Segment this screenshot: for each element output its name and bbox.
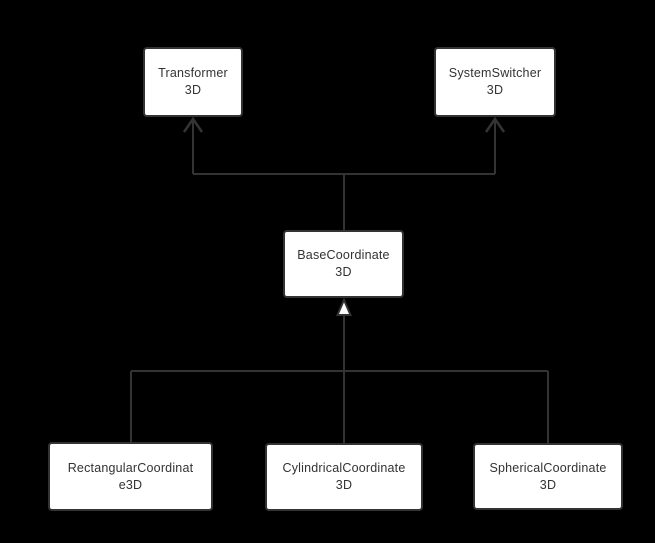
node-label: SystemSwitcher — [448, 66, 542, 80]
node-label: 3D — [184, 83, 202, 97]
open-arrowhead-icon — [484, 116, 506, 133]
node-label: 3D — [335, 265, 352, 279]
open-arrowhead-icon — [182, 116, 204, 133]
edge-basecoordinate3d-to-systemswitcher3d — [484, 116, 506, 174]
node-label: SphericalCoordinate — [489, 460, 607, 475]
node-label: CylindricalCoordinate — [282, 461, 406, 475]
inheritance-triangle-icon — [335, 297, 353, 316]
node-label: BaseCoordinate — [297, 248, 390, 262]
node-label: e3D — [118, 477, 143, 492]
node-cylindricalcoordinate3d[interactable]: CylindricalCoordinate 3D — [265, 443, 423, 511]
node-label: 3D — [539, 477, 557, 492]
node-label: 3D — [486, 83, 504, 97]
edge-basecoordinate3d-to-transformer3d — [182, 116, 495, 230]
node-sphericalcoordinate3d[interactable]: SphericalCoordinate 3D — [473, 443, 623, 510]
node-transformer3d[interactable]: Transformer 3D — [143, 47, 243, 117]
node-systemswitcher3d[interactable]: SystemSwitcher 3D — [434, 47, 556, 117]
node-label: 3D — [335, 478, 353, 492]
node-label: RectangularCoordinat — [67, 460, 194, 475]
node-basecoordinate3d[interactable]: BaseCoordinate 3D — [283, 230, 404, 298]
node-rectangularcoordinate3d[interactable]: RectangularCoordinat e3D — [48, 442, 213, 511]
node-label: Transformer — [158, 66, 228, 80]
edge-children-to-basecoordinate3d — [130, 297, 549, 443]
